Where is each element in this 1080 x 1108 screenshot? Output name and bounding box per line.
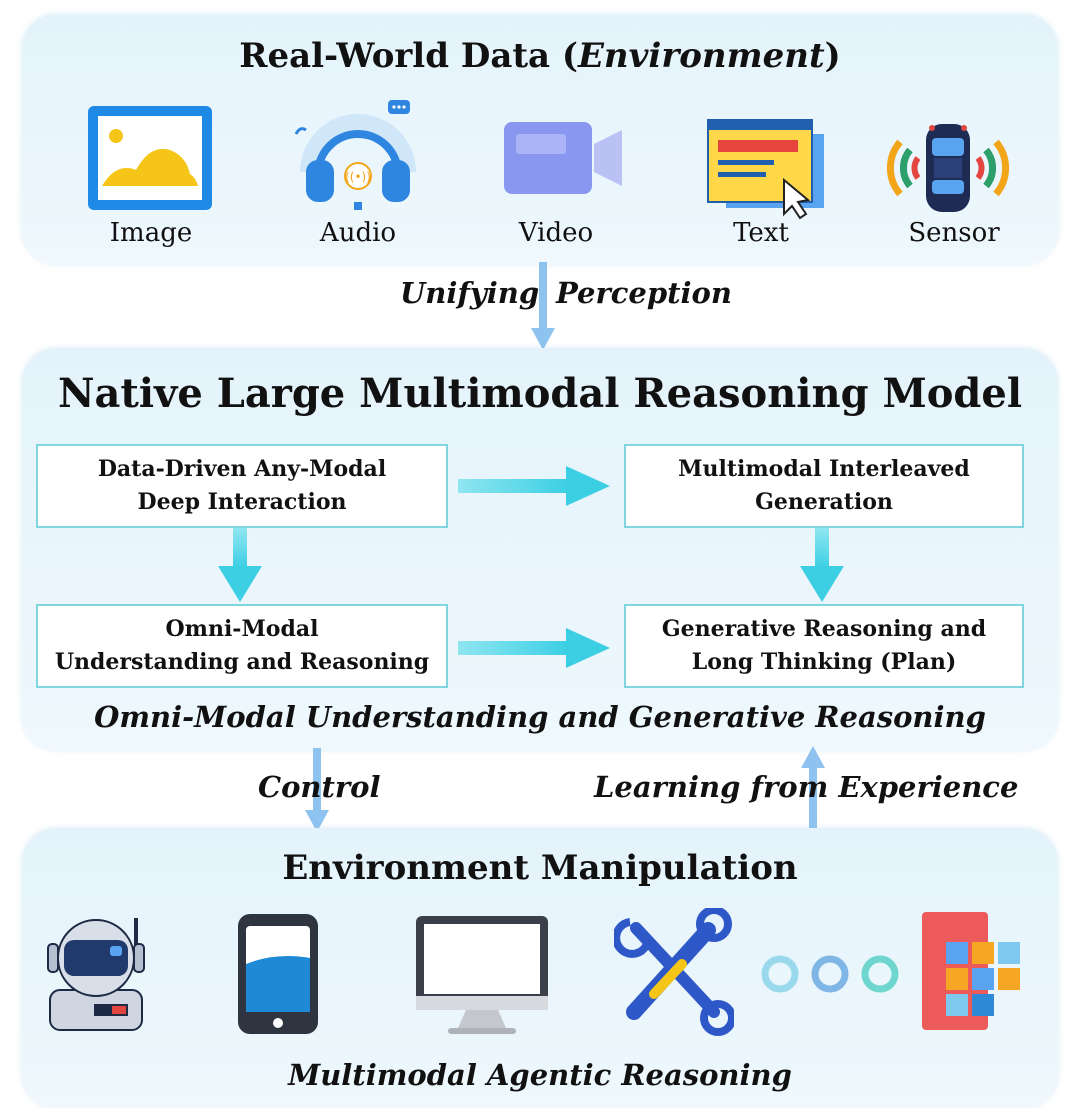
reasoning-model-panel: Native Large Multimodal Reasoning Model … bbox=[22, 348, 1058, 750]
generative-reasoning-box: Generative Reasoning and Long Thinking (… bbox=[624, 604, 1024, 688]
reasoning-model-title: Native Large Multimodal Reasoning Model bbox=[57, 370, 1023, 417]
sensor-label: Sensor bbox=[908, 218, 1000, 248]
tools-icon bbox=[614, 908, 734, 1036]
environment-manipulation-title: Environment Manipulation bbox=[282, 848, 798, 888]
perception-label: Perception bbox=[556, 276, 732, 310]
agentic-reasoning-caption: Multimodal Agentic Reasoning bbox=[288, 1058, 792, 1092]
perception-arrow bbox=[531, 262, 555, 350]
svg-text:((•)): ((•)) bbox=[345, 170, 371, 184]
real-world-data-panel: Real-World Data (Environment) Image ((•)… bbox=[22, 14, 1058, 264]
robot-astronaut-icon bbox=[47, 918, 145, 1031]
interleaved-generation-box: Multimodal Interleaved Generation bbox=[624, 444, 1024, 528]
flow-arrow-right-bottom bbox=[458, 628, 610, 668]
any-modal-interaction-box: Data-Driven Any-Modal Deep Interaction bbox=[36, 444, 448, 528]
image-label: Image bbox=[109, 218, 193, 248]
flow-arrow-down-right bbox=[800, 528, 844, 602]
unifying-label: Unifying bbox=[400, 276, 540, 310]
control-arrow bbox=[305, 748, 329, 832]
audio-label: Audio bbox=[319, 218, 397, 248]
text-label: Text bbox=[733, 218, 789, 248]
environment-manipulation-panel: Environment Manipulation bbox=[22, 828, 1058, 1108]
model-caption: Omni-Modal Understanding and Generative … bbox=[94, 700, 986, 734]
car-sensor-icon bbox=[886, 124, 1010, 212]
real-world-data-title: Real-World Data (Environment) bbox=[239, 36, 841, 76]
flow-arrow-right-top bbox=[458, 466, 610, 506]
video-label: Video bbox=[518, 218, 594, 248]
video-camera-icon bbox=[504, 122, 622, 194]
apps-icon bbox=[922, 912, 1020, 1030]
flow-arrow-down-left bbox=[218, 528, 262, 602]
ellipsis-icon bbox=[761, 955, 899, 993]
text-window-icon bbox=[707, 119, 824, 220]
monitor-icon bbox=[416, 916, 548, 1034]
image-icon bbox=[88, 106, 212, 210]
headset-icon: ((•)) bbox=[294, 100, 416, 210]
omni-modal-understanding-box: Omni-Modal Understanding and Reasoning bbox=[36, 604, 448, 688]
smartphone-icon bbox=[238, 914, 318, 1034]
learning-arrow bbox=[801, 746, 825, 832]
learning-label: Learning from Experience bbox=[594, 770, 1019, 804]
control-label: Control bbox=[258, 770, 381, 804]
